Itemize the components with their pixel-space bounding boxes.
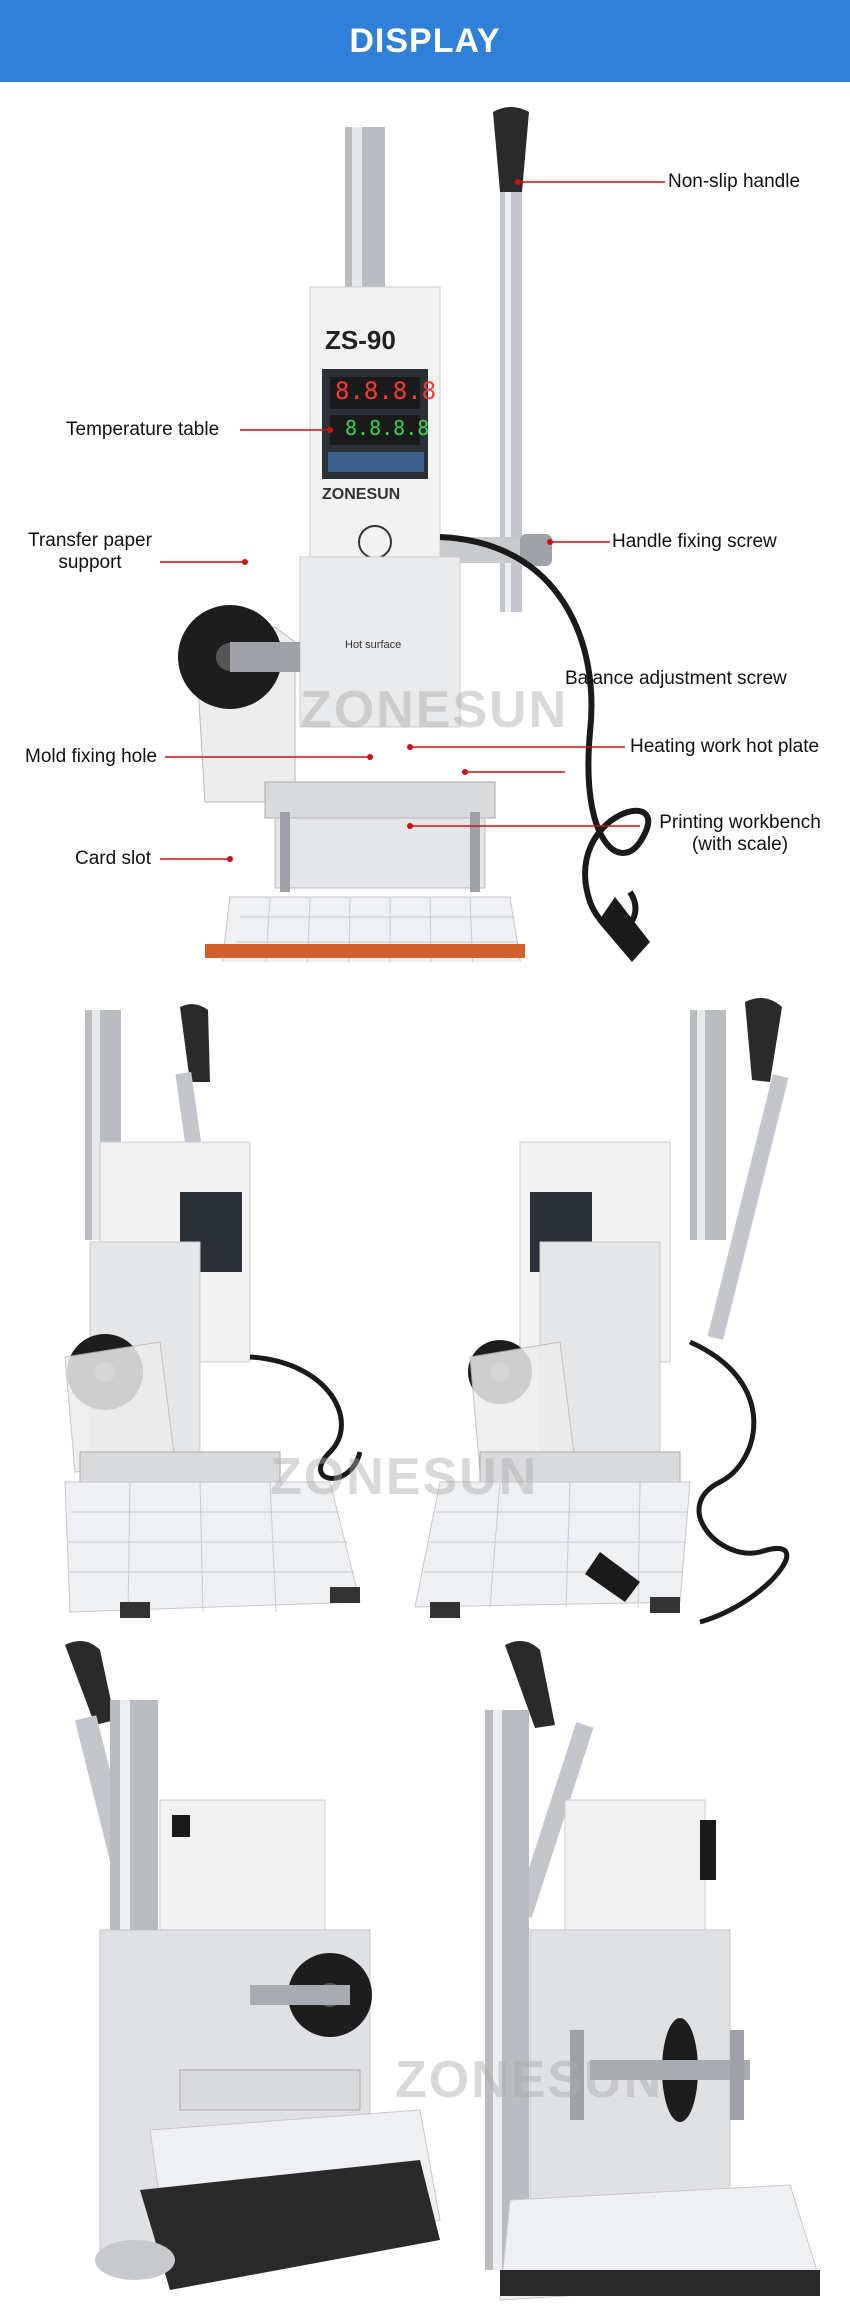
brand-label: ZONESUN	[322, 486, 401, 503]
callout-transfer-paper-support: Transfer paper support	[20, 530, 160, 574]
callout-mold-fixing-hole: Mold fixing hole	[25, 746, 158, 767]
banner-title: DISPLAY	[349, 21, 501, 60]
display-banner: DISPLAY	[0, 0, 850, 82]
front-view-section: ZS-90 8.8.8.8 8.8.8.8 ZONESUN Hot surfac…	[0, 82, 850, 962]
callout-temperature-table: Temperature table	[66, 419, 220, 440]
watermark-rear-views: ZONESUN	[395, 2051, 664, 2109]
callout-printing-workbench: Printing workbench (with scale)	[640, 812, 840, 856]
watermark: ZONESUN	[300, 681, 569, 739]
callout-printing-workbench-line2: (with scale)	[691, 834, 789, 855]
hot-surface-label: Hot surface	[345, 639, 402, 651]
callout-printing-workbench-line1: Printing workbench	[659, 812, 821, 833]
angle-views-section: ZONESUN	[0, 962, 850, 1630]
callout-heating-work-hot-plate: Heating work hot plate	[630, 736, 820, 757]
model-label: ZS-90	[325, 325, 396, 355]
callout-card-slot: Card slot	[75, 848, 152, 869]
callout-non-slip-handle: Non-slip handle	[668, 171, 801, 192]
callout-handle-fixing-screw: Handle fixing screw	[612, 531, 777, 552]
front-view-machine-image	[160, 107, 665, 962]
rear-views-image	[65, 1641, 821, 2301]
watermark-angle-views: ZONESUN	[270, 1448, 539, 1506]
display-bottom-readout: 8.8.8.8	[345, 416, 430, 440]
display-top-readout: 8.8.8.8	[335, 377, 437, 405]
rear-views-section: ZONESUN	[0, 1630, 850, 2310]
callout-transfer-paper-line1: Transfer paper	[28, 530, 152, 551]
callout-transfer-paper-line2: support	[58, 552, 122, 573]
angle-views-image	[64, 998, 790, 1625]
callout-balance-adjustment-screw: Balance adjustment screw	[565, 668, 787, 689]
